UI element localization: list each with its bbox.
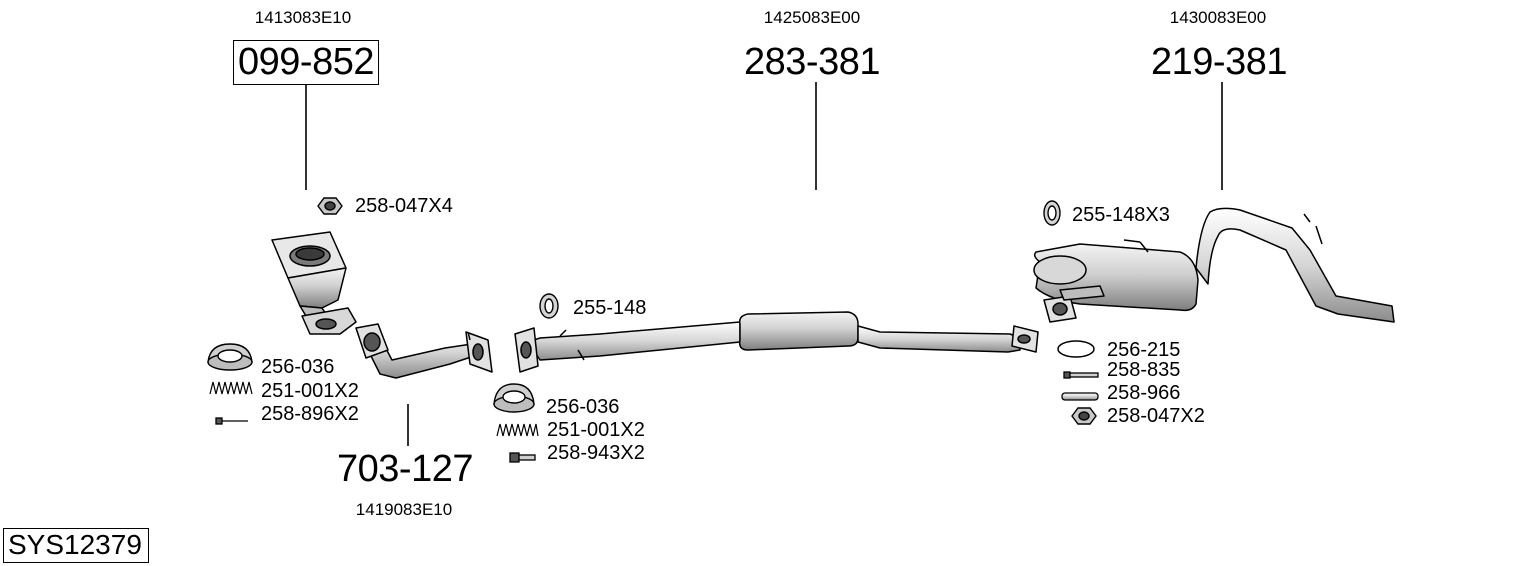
nut-icon [317,197,343,215]
front-pipe-icon [355,323,493,379]
gasket-icon [207,343,253,371]
assembly-ref-front-pipe: 1419083E10 [355,500,453,519]
part-label-mid-bolt[interactable]: 258-943X2 [547,442,645,464]
system-id-label: SYS12379 [3,528,149,563]
part-label-left-spring[interactable]: 251-001X2 [261,380,359,402]
catalytic-converter-icon [271,231,357,335]
ring-icon [1043,200,1061,226]
part-label-rear-ring[interactable]: 255-148X3 [1072,204,1170,226]
ring-icon [539,293,559,319]
part-label-rear-nut[interactable]: 258-047X2 [1107,405,1205,427]
gasket-ring-icon [1057,340,1095,358]
part-number-front-pipe[interactable]: 703-127 [337,448,473,490]
part-label-rear-gasket[interactable]: 256-215 [1107,339,1181,361]
part-label-rear-sleeve[interactable]: 258-966 [1107,382,1181,404]
bolt-icon [215,417,248,425]
part-label-mid-spring[interactable]: 251-001X2 [547,419,645,441]
spring-icon [209,381,253,395]
part-number-rear-silencer[interactable]: 219-381 [1151,41,1287,83]
assembly-ref-catalytic: 1413083E10 [254,8,352,27]
part-label-mid-ring[interactable]: 255-148 [573,297,647,319]
nut-icon [1071,407,1097,425]
part-number-middle-pipe[interactable]: 283-381 [744,41,880,83]
part-label-mid-gasket[interactable]: 256-036 [546,396,620,418]
part-label-rear-bolt[interactable]: 258-835 [1107,359,1181,381]
part-number-catalytic[interactable]: 099-852 [233,40,379,85]
bolt-icon [1063,371,1099,379]
part-label-left-bolt[interactable]: 258-896X2 [261,403,359,425]
sleeve-icon [1061,392,1099,401]
leader-lines [305,82,1223,446]
bolt-icon [509,452,536,463]
assembly-ref-middle-pipe: 1425083E00 [763,8,861,27]
rear-silencer-icon [1033,207,1395,323]
part-label-left-gasket[interactable]: 256-036 [261,356,335,378]
part-label-cat-nut[interactable]: 258-047X4 [355,195,453,217]
spring-icon [496,423,539,437]
middle-pipe-icon [514,311,1039,373]
gasket-icon [493,383,535,413]
assembly-ref-rear-silencer: 1430083E00 [1169,8,1267,27]
